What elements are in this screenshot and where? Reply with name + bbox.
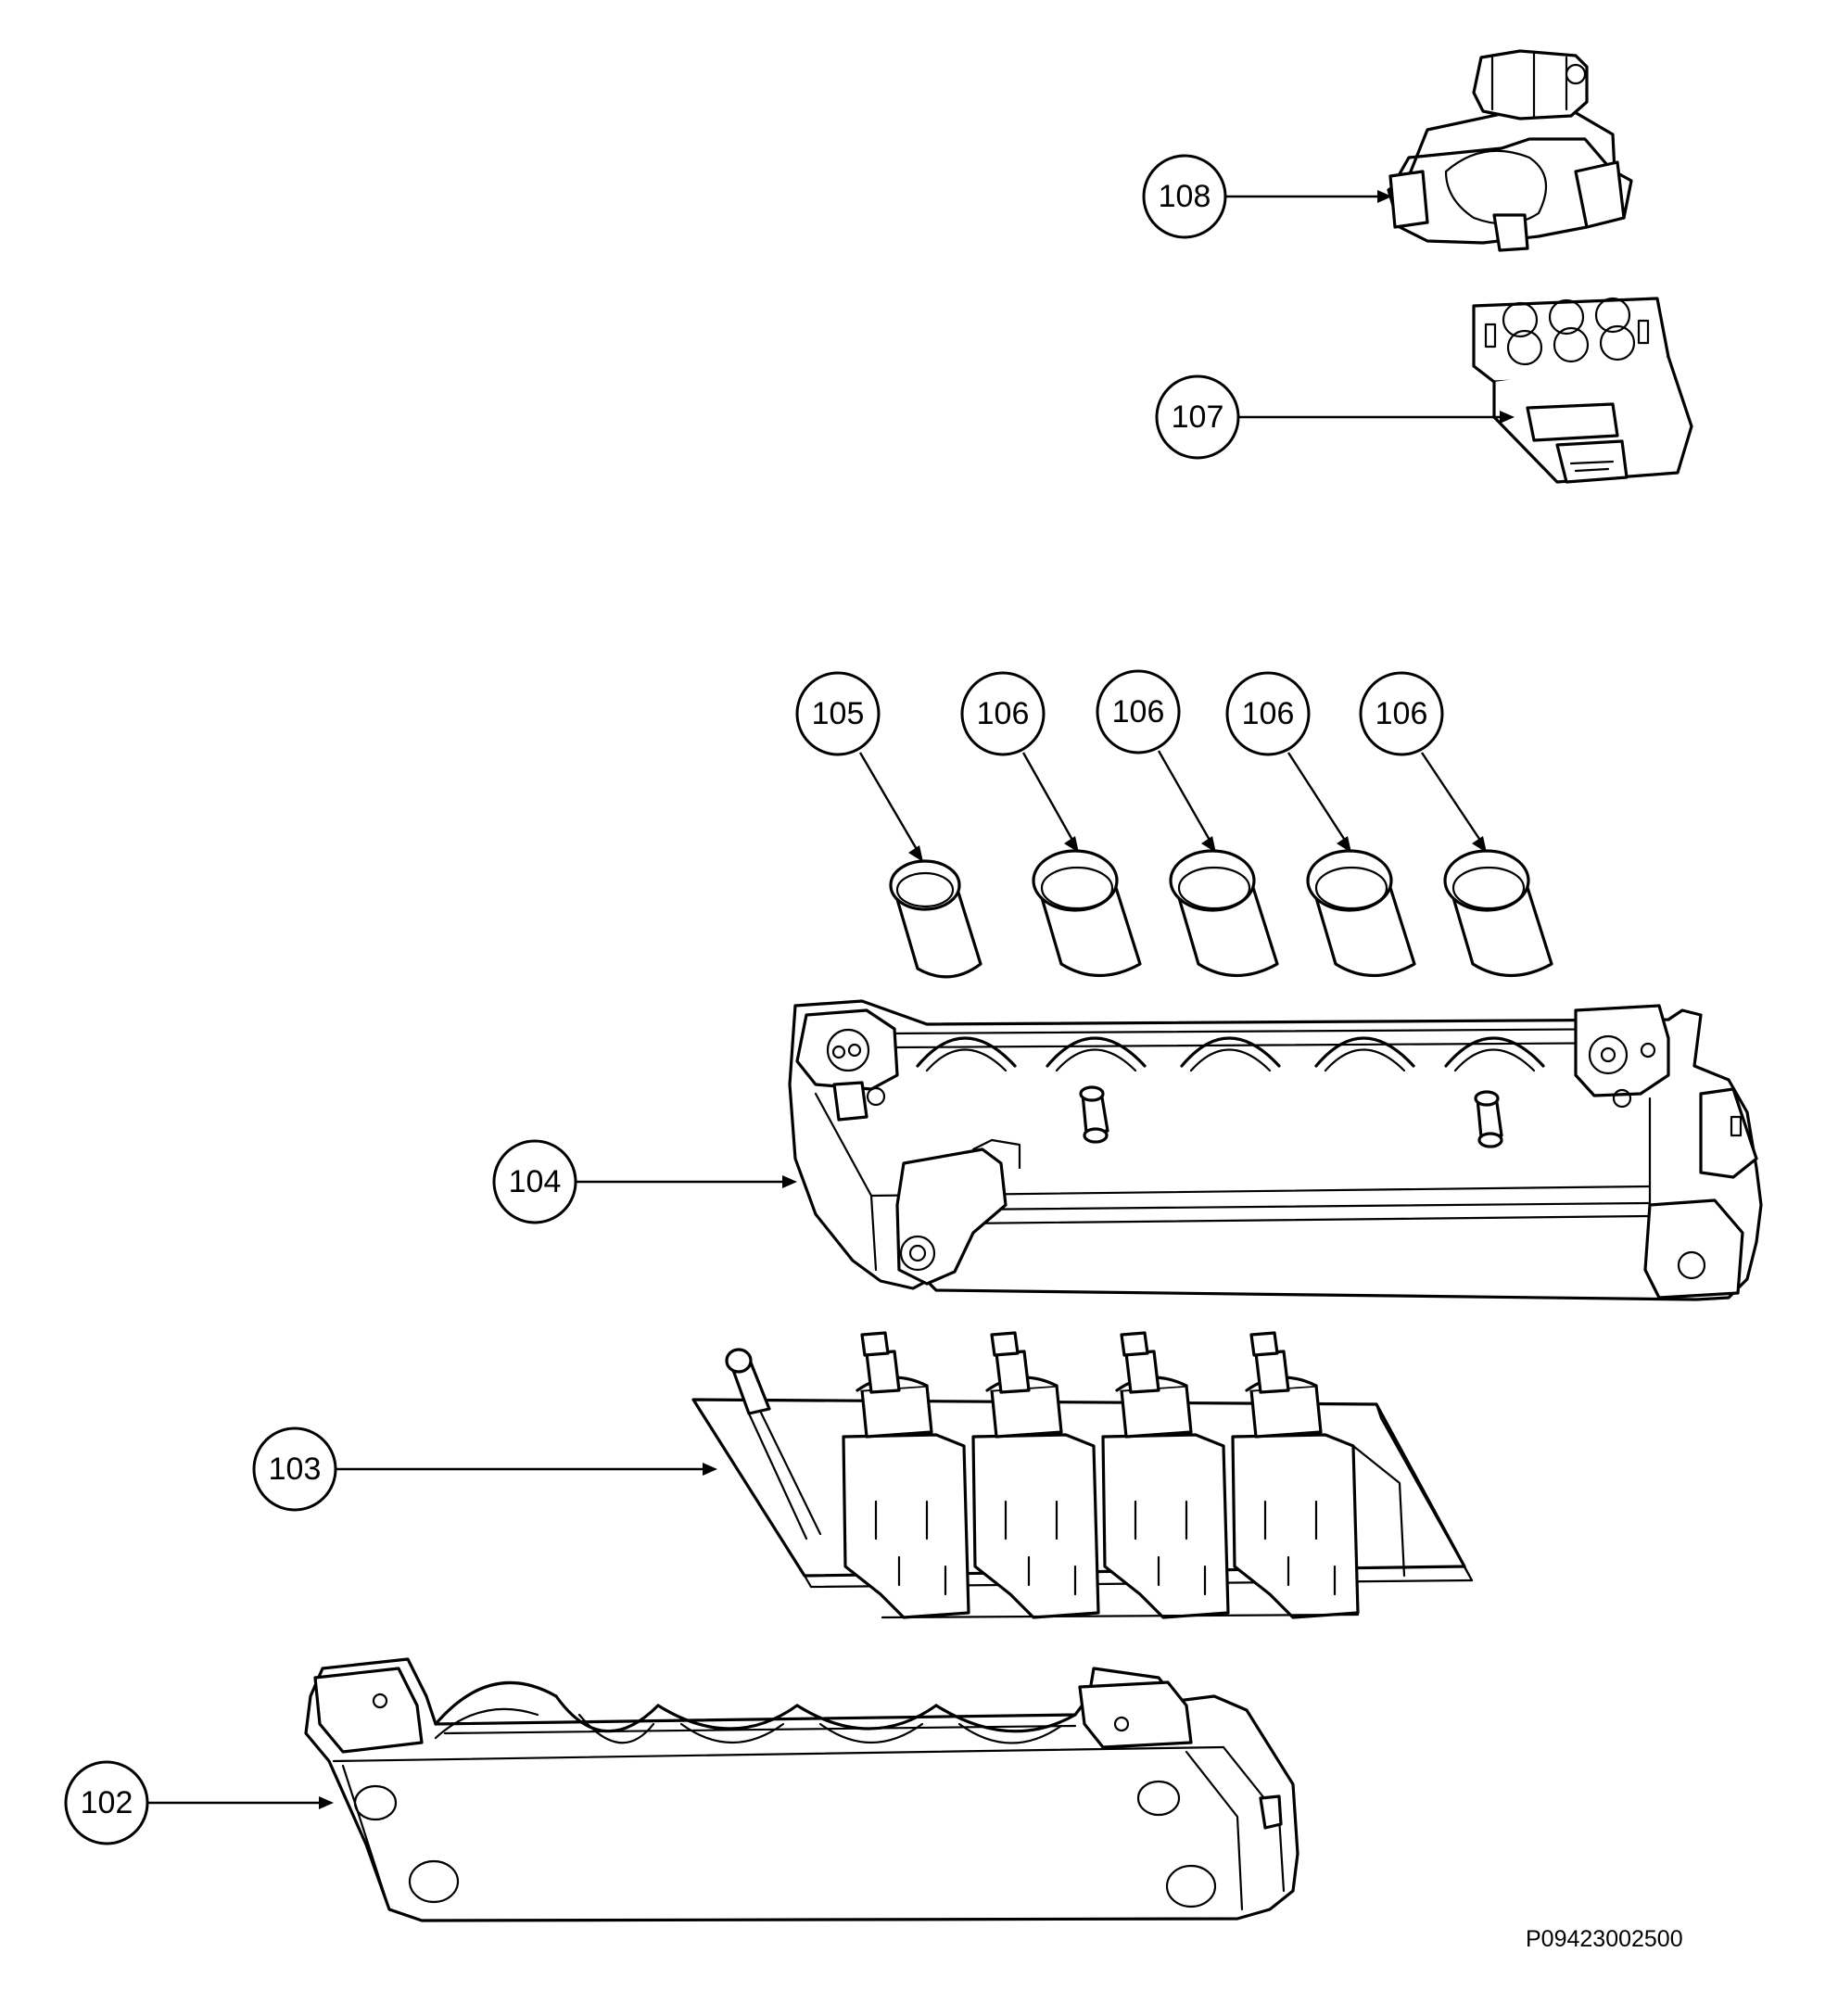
callout-107: 107	[1155, 374, 1515, 460]
part-104-button-frame-upper	[788, 999, 1763, 1301]
switch-3	[1101, 1331, 1230, 1619]
callout-103: 103	[252, 1426, 717, 1512]
part-108-connector-cap	[1387, 49, 1633, 252]
callout-label-105: 105	[812, 696, 865, 731]
callout-label-108: 108	[1159, 179, 1211, 214]
switch-4	[1231, 1331, 1360, 1619]
switch-2	[971, 1331, 1100, 1619]
callout-label-106a: 106	[977, 696, 1030, 731]
callout-106d: 106	[1359, 671, 1487, 853]
drawing-number: P09423002500	[1526, 1926, 1683, 1952]
callout-106c: 106	[1225, 671, 1351, 853]
part-106-push-button-c	[1306, 849, 1416, 978]
callout-label-103: 103	[269, 1452, 322, 1487]
callout-label-106b: 106	[1112, 694, 1165, 729]
part-103-switch-board	[691, 1331, 1474, 1619]
part-106-push-button-a	[1032, 849, 1142, 978]
callout-106b: 106	[1096, 669, 1216, 853]
callout-label-106d: 106	[1375, 696, 1428, 731]
part-107-connector-housing	[1472, 297, 1693, 484]
callout-106a: 106	[960, 671, 1079, 853]
callout-label-104: 104	[509, 1164, 562, 1199]
part-106-push-button-d	[1443, 849, 1553, 978]
callout-102: 102	[64, 1760, 334, 1845]
callout-label-107: 107	[1172, 399, 1224, 435]
part-106-push-button-b	[1169, 849, 1279, 978]
switch-1	[842, 1331, 970, 1619]
callout-label-102: 102	[81, 1785, 133, 1820]
part-102-button-frame-lower	[304, 1657, 1299, 1922]
callout-105: 105	[795, 671, 923, 862]
callout-104: 104	[492, 1139, 797, 1224]
part-105-push-button	[889, 859, 982, 979]
callout-108: 108	[1142, 154, 1392, 239]
callout-label-106c: 106	[1242, 696, 1295, 731]
